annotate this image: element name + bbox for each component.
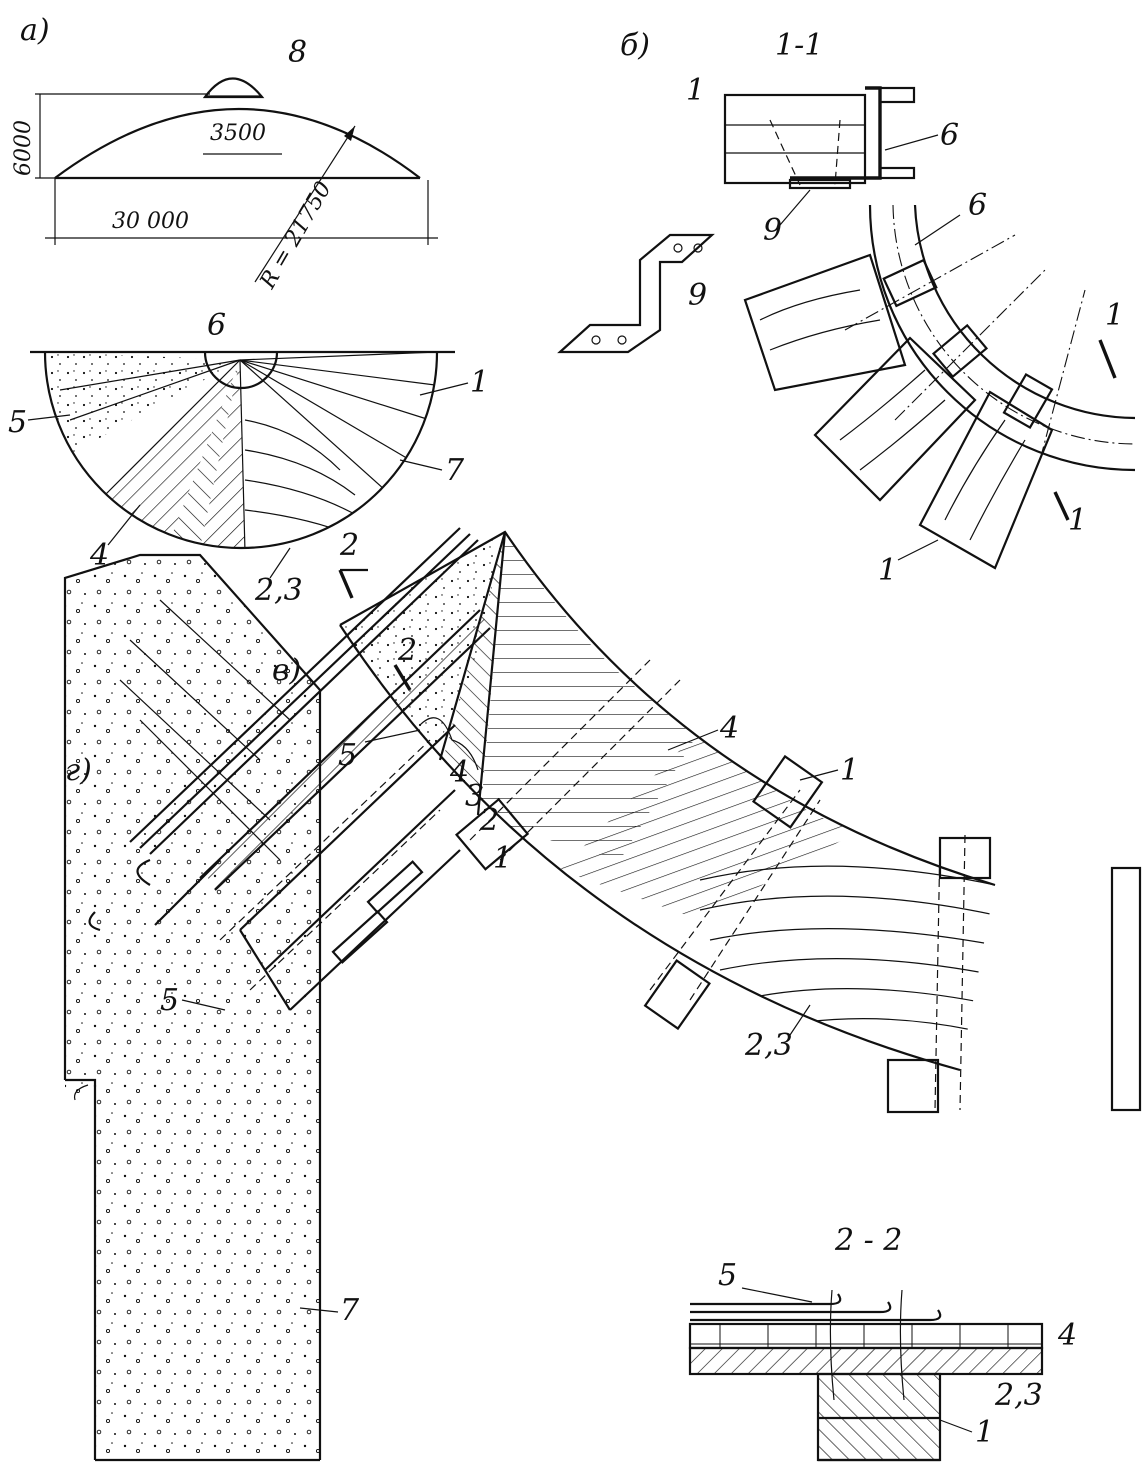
lantern-cap xyxy=(202,77,265,99)
panel-a-tag: а) xyxy=(20,13,50,48)
callout-9-section: 9 xyxy=(763,213,782,248)
callout-7-support: 7 xyxy=(340,1293,360,1328)
span-value: 30 000 xyxy=(112,209,189,234)
callout-1-section: 1 xyxy=(686,73,705,108)
callout-8: 8 xyxy=(288,35,307,70)
radius-line xyxy=(254,125,356,283)
segment-inner-edge xyxy=(339,624,961,1072)
panel-a-elevation: а) 6000 3500 30 000 R = 21750 8 xyxy=(11,13,438,294)
callout-9-bracket: 9 xyxy=(688,278,707,313)
lantern-ring-outer xyxy=(913,204,1136,420)
callout-6-ring: 6 xyxy=(968,188,987,223)
callout-4-segment: 4 xyxy=(719,711,739,746)
section-1-1-title: 1-1 xyxy=(775,28,823,63)
lantern-width-value: 3500 xyxy=(210,121,266,146)
bracket-9 xyxy=(557,233,715,354)
panel-b-node: б) 1-1 1 6 9 9 6 xyxy=(557,28,1136,588)
dome-shell-layers xyxy=(129,527,491,1011)
plan-half-circle xyxy=(43,351,439,550)
dome-profile xyxy=(54,108,421,179)
radius-value: R = 21750 xyxy=(255,177,337,293)
rise-value: 6000 xyxy=(11,120,36,176)
section-2-2: 2 - 2 5 4 2,3 1 xyxy=(688,1223,1077,1462)
timber-ribs xyxy=(743,234,1086,570)
callout-5-plan: 5 xyxy=(8,405,27,440)
callout-6-plan: 6 xyxy=(207,308,226,343)
panel-b-tag: б) xyxy=(620,28,650,63)
edge-fragment xyxy=(1110,866,1142,1112)
decking-layers-2-3 xyxy=(690,1348,1042,1374)
roof-sheets xyxy=(690,1293,942,1322)
steel-ring-angle xyxy=(790,86,882,180)
callout-3-support: 3 xyxy=(465,779,484,814)
panel-g-support-node: г) 4 xyxy=(63,527,512,1462)
section-mark-1-top xyxy=(1098,339,1117,379)
callout-1-segment: 1 xyxy=(840,753,859,788)
section-mark-1-bottom xyxy=(1053,491,1070,521)
section-mark-2-label: 2 xyxy=(339,528,359,563)
callout-23-segment: 2,3 xyxy=(744,1028,793,1063)
concrete-support-ring xyxy=(65,555,320,1460)
section-mark-2-segment-label: 2 xyxy=(397,633,417,668)
callout-1-section22: 1 xyxy=(975,1415,994,1450)
panel-a-plan: 6 1 7 5 4 2,3 2 xyxy=(8,308,489,608)
callout-4-support: 4 xyxy=(449,755,469,790)
section-mark-2 xyxy=(338,569,354,599)
callout-5-support: 5 xyxy=(160,983,179,1018)
section-2-2-title: 2 - 2 xyxy=(834,1223,902,1258)
callout-2-support: 2 xyxy=(479,803,499,838)
callout-7-plan: 7 xyxy=(445,453,465,488)
callout-1-support: 1 xyxy=(493,841,512,876)
insulation-layer-4 xyxy=(690,1324,1042,1348)
callout-5-section22: 5 xyxy=(718,1258,737,1293)
callout-4-plan: 4 xyxy=(89,538,109,573)
section-1-1-beam xyxy=(723,93,867,185)
callout-1-rib: 1 xyxy=(878,553,897,588)
callout-1-plan: 1 xyxy=(470,365,489,400)
callout-4-section22: 4 xyxy=(1057,1318,1077,1353)
callout-6-section: 6 xyxy=(940,118,959,153)
plan-lantern-opening xyxy=(203,351,279,390)
section-mark-1-top-label: 1 xyxy=(1105,298,1124,333)
section-mark-1-bottom-label: 1 xyxy=(1068,503,1087,538)
lantern-ring-inner xyxy=(868,204,1136,472)
segment-outer-edge xyxy=(339,530,996,887)
callout-23-section22: 2,3 xyxy=(994,1378,1043,1413)
callout-23-plan: 2,3 xyxy=(254,573,303,608)
